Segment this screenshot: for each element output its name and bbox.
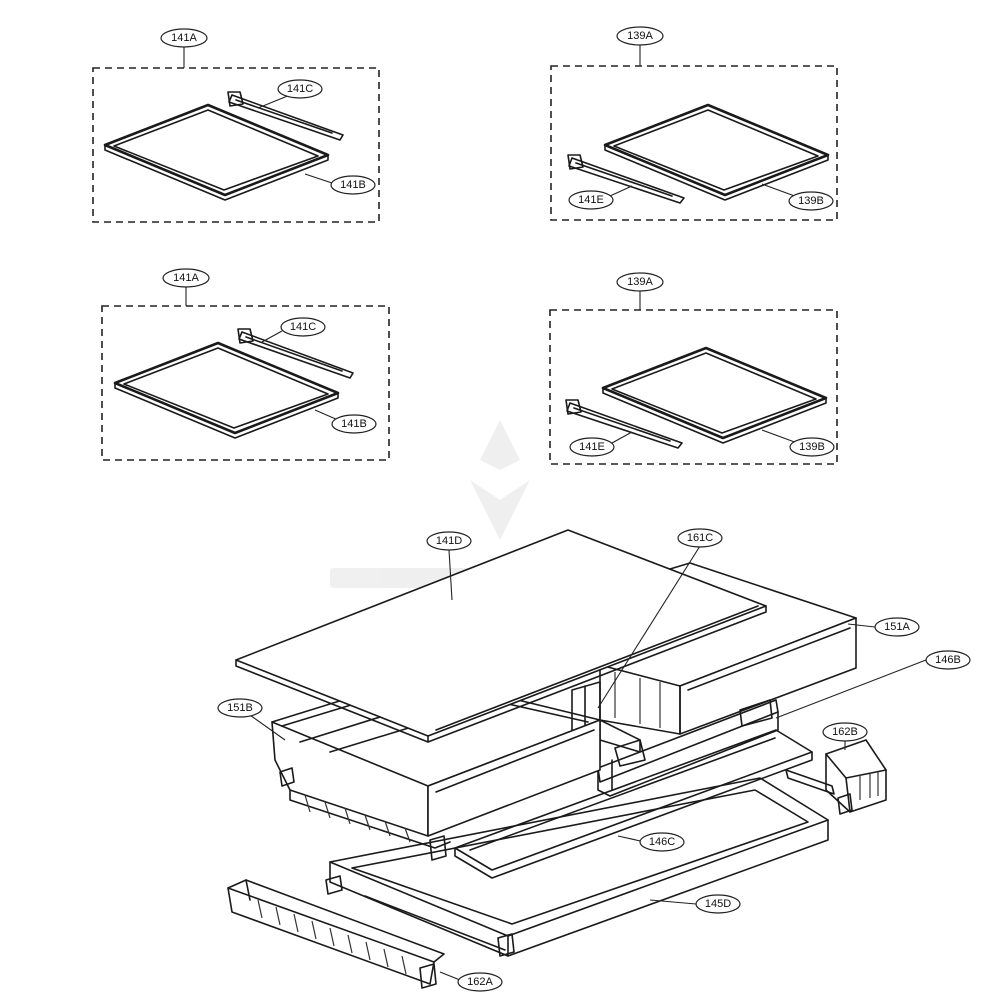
callout-146b: 146B <box>925 650 971 670</box>
callout-label: 141E <box>578 194 604 206</box>
callout-141b-middle: 141B <box>331 414 377 434</box>
panel-146c <box>454 729 813 879</box>
callout-141b-top: 141B <box>330 175 376 195</box>
callout-label: 161C <box>687 532 713 544</box>
callout-label: 139A <box>627 30 653 42</box>
group-boundary <box>549 309 838 465</box>
callout-141e-middle: 141E <box>569 437 615 457</box>
shelf-141b-lower <box>113 341 340 439</box>
callout-139a-top: 139A <box>616 26 664 46</box>
callout-label: 162A <box>467 976 493 988</box>
callout-label: 139B <box>798 195 824 207</box>
group-141a-middle <box>101 286 390 461</box>
shelf-139b-lower <box>601 346 828 444</box>
callout-141e-top: 141E <box>568 190 614 210</box>
shelf-139b <box>603 103 830 201</box>
callout-label: 151B <box>227 702 253 714</box>
cover-141d <box>235 529 767 743</box>
callout-label: 141B <box>341 418 367 430</box>
callout-label: 146C <box>649 836 675 848</box>
callout-label: 145D <box>705 898 731 910</box>
callout-label: 141E <box>579 441 605 453</box>
callout-label: 141C <box>290 321 316 333</box>
callout-161c: 161C <box>677 528 723 548</box>
callout-162b: 162B <box>822 722 868 742</box>
callout-141a-top: 141A <box>160 28 208 48</box>
callout-162a: 162A <box>457 972 503 992</box>
group-boundary <box>101 305 390 461</box>
group-139a-top <box>550 44 838 221</box>
callout-146c: 146C <box>639 832 685 852</box>
callout-label: 141C <box>287 83 313 95</box>
rail-141c <box>227 91 344 141</box>
callout-141c-middle: 141C <box>280 317 326 337</box>
leader-lines <box>239 545 927 981</box>
callout-151a: 151A <box>874 617 920 637</box>
rail-146b <box>597 699 779 797</box>
callout-label: 141D <box>436 535 462 547</box>
callout-141a-middle: 141A <box>162 268 210 288</box>
callout-139a-middle: 139A <box>616 272 664 292</box>
callout-139b-middle: 139B <box>789 437 835 457</box>
callout-label: 151A <box>884 621 910 633</box>
callout-151b: 151B <box>217 698 263 718</box>
callout-label: 141A <box>171 32 197 44</box>
rail-141c-lower <box>237 328 354 379</box>
callout-label: 139A <box>627 276 653 288</box>
bracket-162a <box>227 879 445 989</box>
callout-label: 139B <box>799 441 825 453</box>
frame-145d <box>325 777 829 957</box>
callout-label: 162B <box>832 726 858 738</box>
callout-139b-top: 139B <box>788 191 834 211</box>
rail-141e-lower <box>565 399 683 449</box>
callout-145d: 145D <box>695 894 741 914</box>
callout-label: 141B <box>340 179 366 191</box>
callout-141d: 141D <box>426 531 472 551</box>
rail-141e <box>567 154 685 204</box>
callout-label: 146B <box>935 654 961 666</box>
group-141a-top <box>92 46 380 223</box>
shelf-141b <box>103 103 330 201</box>
group-boundary <box>550 65 838 221</box>
group-139a-middle <box>549 288 838 465</box>
callout-141c-top: 141C <box>277 79 323 99</box>
group-boundary <box>92 67 380 223</box>
bracket-162b <box>785 739 887 815</box>
callout-label: 141A <box>173 272 199 284</box>
